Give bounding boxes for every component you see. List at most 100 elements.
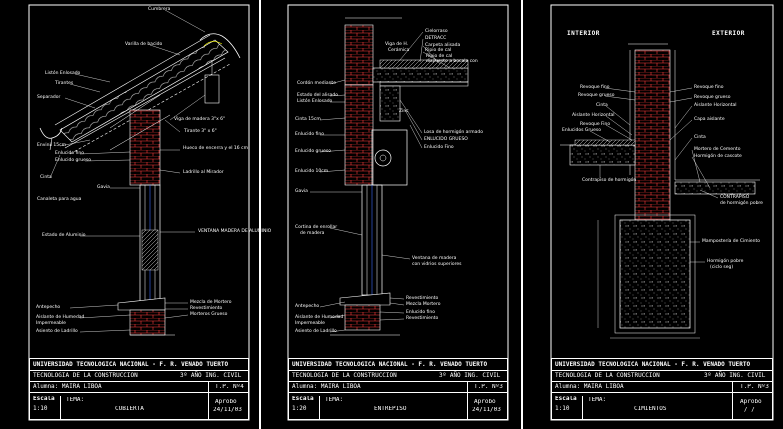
annotation-label: de madera bbox=[300, 231, 325, 236]
tema-value: CUBIERTA bbox=[115, 406, 144, 412]
annotation-label: CONTRAPISO bbox=[720, 195, 750, 200]
scale-cell: Escala 1:10 bbox=[555, 396, 583, 420]
scale-value: 1:20 bbox=[292, 405, 307, 412]
scale-cell: Escala 1:20 bbox=[292, 396, 320, 420]
annotation-label: Enlucido fino bbox=[55, 151, 85, 156]
annotation-label: Viga de H. bbox=[385, 42, 409, 47]
annotation-label: Gavia bbox=[97, 185, 110, 190]
annotation-label: Gavia bbox=[295, 189, 308, 194]
sheet-frames bbox=[28, 4, 774, 421]
annotation-label: ENLUCIDO GRUESO bbox=[424, 137, 468, 142]
annotation-label: Envinil 15cm bbox=[37, 143, 66, 148]
annotation-label: dispuesto a bocala con bbox=[426, 59, 478, 64]
annotation-label: Antepecho bbox=[295, 304, 320, 309]
annotation-label: Revestimiento bbox=[406, 296, 439, 301]
annotation-label: Cumbrera bbox=[148, 7, 171, 12]
annotation-label: Hormigón de cascote bbox=[694, 154, 742, 159]
annotation-label: Cinta bbox=[694, 135, 706, 140]
annotation-label: Revoque grueso bbox=[694, 95, 731, 100]
annotation-label: Aislante Horizontal bbox=[694, 103, 737, 108]
annotation-label: Cerámica bbox=[388, 48, 410, 53]
annotation-label: Losa de hormigón armado bbox=[424, 130, 483, 135]
year: 3º AÑO ING. CIVIL bbox=[180, 372, 242, 379]
subject-row: TECNOLOGIA DE LA CONSTRUCCION 3º AÑO ING… bbox=[289, 371, 507, 382]
annotation-label: Varilla de bacido bbox=[125, 42, 163, 47]
approved-date: 24/11/03 bbox=[213, 407, 242, 413]
annotation-label: Morteros Grueso bbox=[190, 312, 228, 317]
title-block-2: UNIVERSIDAD TECNOLOGICA NACIONAL - F. R.… bbox=[288, 358, 508, 420]
subject: TECNOLOGIA DE LA CONSTRUCCION bbox=[33, 372, 138, 379]
annotation-label: Enlucido fino bbox=[295, 132, 325, 137]
annotation-label: Enlucido grueso bbox=[55, 158, 91, 163]
annotation-label: Estado del alisado bbox=[297, 93, 339, 98]
student-row: Alumna: MAIRA LIBOA bbox=[552, 382, 772, 393]
subject: TECNOLOGIA DE LA CONSTRUCCION bbox=[555, 372, 660, 379]
title-block-1: UNIVERSIDAD TECNOLOGICA NACIONAL - F. R.… bbox=[29, 358, 249, 420]
annotation-label: Cinta bbox=[40, 175, 52, 180]
tema-value: ENTREPISO bbox=[374, 406, 407, 412]
annotation-label: Aislante Horizontal bbox=[572, 113, 615, 118]
annotation-label: Cordón mediante bbox=[297, 81, 336, 86]
annotation-label: Enlucido Fino bbox=[424, 145, 454, 150]
annotation-label: Separador bbox=[37, 95, 61, 100]
sheet-3-frame bbox=[550, 4, 774, 421]
annotation-label: Mezcla Mortero bbox=[406, 302, 441, 307]
annotation-label: Cinta bbox=[596, 103, 608, 108]
annotation-label: Capa aislante bbox=[694, 117, 725, 122]
student-name: MAIRA LIBOA bbox=[320, 383, 361, 390]
annotation-label: Antepecho bbox=[36, 305, 61, 310]
annotation-label: Impermeable bbox=[295, 321, 325, 326]
annotation-label: Cortina de enrollar bbox=[295, 225, 338, 230]
student-name: MAIRA LIBOA bbox=[61, 383, 102, 390]
annotation-label: Mampostería de Cimiento bbox=[702, 239, 761, 244]
annotation-label: Revoque fino bbox=[580, 85, 610, 90]
annotation-label: Asiento de Ladrillo bbox=[36, 329, 78, 334]
annotation-label: con vidrios superiores bbox=[412, 262, 462, 267]
annotation-label: Listón Enlosado bbox=[297, 99, 333, 104]
foundation-detail-drawing bbox=[560, 43, 760, 339]
annotation-label: Revoque Fino bbox=[580, 122, 611, 127]
tp-number: T.P. Nº3 bbox=[474, 384, 503, 390]
annotation-label: Enlucido grueso bbox=[295, 149, 331, 154]
title-block-3: UNIVERSIDAD TECNOLOGICA NACIONAL - F. R.… bbox=[551, 358, 773, 420]
student-label: Alumna: bbox=[555, 383, 581, 390]
annotation-label: Ventana de madera bbox=[412, 256, 457, 261]
annotation-label: Aislante de Humedad bbox=[295, 315, 344, 320]
tema-value: CIMIENTOS bbox=[634, 406, 667, 412]
annotation-label: de hormigón pobre bbox=[720, 201, 763, 206]
subject-row: TECNOLOGIA DE LA CONSTRUCCION 3º AÑO ING… bbox=[30, 371, 248, 382]
annotation-label: Asiento de Ladrillo bbox=[295, 329, 337, 334]
scale-cell: Escala 1:10 bbox=[33, 396, 61, 420]
subject: TECNOLOGIA DE LA CONSTRUCCION bbox=[292, 372, 397, 379]
year: 3º AÑO ING. CIVIL bbox=[704, 372, 766, 379]
annotation-label: Ripio de cal bbox=[425, 48, 452, 53]
annotation-label: Enlucidos Grueso bbox=[562, 128, 601, 133]
annotation-label: Cielorraso bbox=[425, 29, 448, 34]
scale-value: 1:10 bbox=[555, 405, 570, 412]
approved-label: Aprobó bbox=[474, 399, 496, 405]
student-label: Alumna: bbox=[292, 383, 318, 390]
exterior-label: EXTERIOR bbox=[712, 30, 745, 37]
annotation-label: Estado de Aluminio bbox=[42, 233, 86, 238]
student-name: MAIRA LIBOA bbox=[583, 383, 624, 390]
sheet-separator-2 bbox=[521, 0, 523, 429]
annotation-label: Revoque grueso bbox=[578, 93, 615, 98]
tp-divider bbox=[208, 382, 209, 420]
annotation-label: Carpeta alisada bbox=[425, 43, 461, 48]
year: 3º AÑO ING. CIVIL bbox=[439, 372, 501, 379]
annotation-label: Cinta 15cm bbox=[295, 117, 321, 122]
annotation-label: Hueco de encerra y el 16 cm bbox=[183, 146, 248, 151]
annotation-label: Ripio de cal bbox=[426, 54, 453, 59]
annotation-label: Revoque fino bbox=[694, 85, 724, 90]
roof-detail-drawing bbox=[39, 9, 241, 336]
annotation-label: Enlucido 10cm bbox=[295, 169, 329, 174]
sheet-separator-1 bbox=[259, 0, 261, 429]
tp-number: T.P. Nº3 bbox=[740, 384, 769, 390]
scale-label: Escala bbox=[555, 396, 577, 402]
annotation-label: Aislante de Humedad bbox=[36, 315, 85, 320]
sheet-2-frame bbox=[287, 4, 509, 421]
annotation-label: Ladrillo al Mirador bbox=[183, 170, 224, 175]
subject-row: TECNOLOGIA DE LA CONSTRUCCION 3º AÑO ING… bbox=[552, 371, 772, 382]
scale-label: Escala bbox=[292, 396, 314, 402]
